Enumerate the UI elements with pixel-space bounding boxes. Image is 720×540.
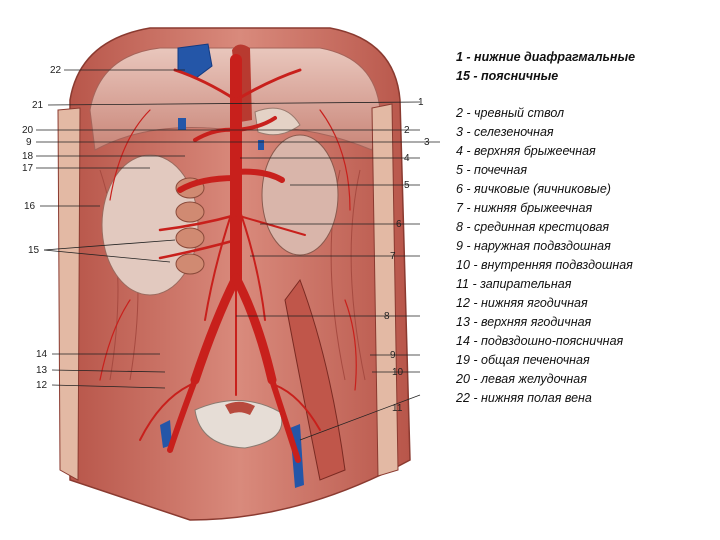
callout-12: 12 bbox=[36, 380, 48, 391]
legend-item: 4 - верхняя брыжеечная bbox=[456, 144, 596, 158]
legend-item: 12 - нижняя ягодичная bbox=[456, 296, 588, 310]
organs bbox=[101, 43, 339, 488]
legend-list: 2 - чревный ствол 3 - селезеночная 4 - вер… bbox=[456, 104, 706, 408]
callout-1: 1 bbox=[418, 97, 424, 108]
callout-18: 18 bbox=[22, 151, 34, 162]
legend-item: 10 - внутренняя подвздошная bbox=[456, 258, 633, 272]
callout-7: 7 bbox=[390, 251, 396, 262]
callout-17: 17 bbox=[22, 163, 34, 174]
callout-4: 4 bbox=[404, 153, 410, 164]
callout-13: 13 bbox=[36, 365, 48, 376]
legend-heading-1: 1 - нижние диафрагмальные bbox=[456, 50, 636, 64]
callout-15: 15 bbox=[28, 245, 40, 256]
callout-22: 22 bbox=[50, 65, 62, 76]
callout-9-left: 9 bbox=[26, 137, 32, 148]
legend-item: 8 - срединная крестцовая bbox=[456, 220, 610, 234]
legend-item: 19 - общая печеночная bbox=[456, 353, 590, 367]
callout-6: 6 bbox=[396, 219, 402, 230]
leader-lines bbox=[36, 69, 440, 441]
callout-2: 2 bbox=[404, 125, 410, 136]
callout-9-right: 9 bbox=[390, 350, 396, 361]
callout-11: 11 bbox=[392, 403, 403, 414]
callout-20: 20 bbox=[22, 125, 34, 136]
legend-item: 9 - наружная подвздошная bbox=[456, 239, 611, 253]
legend-item: 2 - чревный ствол bbox=[456, 106, 565, 120]
legend-item: 22 - нижняя полая вена bbox=[456, 391, 592, 405]
legend-item: 20 - левая желудочная bbox=[456, 372, 587, 386]
arterial-tree bbox=[99, 54, 357, 463]
legend-item: 6 - яичковые (яичниковые) bbox=[456, 182, 611, 196]
legend-item: 13 - верхняя ягодичная bbox=[456, 315, 592, 329]
legend-item: 7 - нижняя брыжеечная bbox=[456, 201, 593, 215]
legend: 1 - нижние диафрагмальные 15 - поясничны… bbox=[456, 48, 706, 408]
callouts-left: 22 21 20 9 18 17 16 15 14 13 12 bbox=[22, 65, 62, 391]
callout-21: 21 bbox=[32, 100, 44, 111]
callout-8: 8 bbox=[384, 311, 390, 322]
callouts-right: 1 2 3 4 5 6 7 8 9 10 11 bbox=[384, 97, 430, 414]
callout-14: 14 bbox=[36, 349, 48, 360]
legend-spacer bbox=[456, 86, 706, 104]
callout-3: 3 bbox=[424, 137, 430, 148]
legend-item: 5 - почечная bbox=[456, 163, 528, 177]
legend-item: 14 - подвздошно-поясничная bbox=[456, 334, 624, 348]
callout-5: 5 bbox=[404, 180, 410, 191]
legend-item: 3 - селезеночная bbox=[456, 125, 554, 139]
legend-heading-15: 15 - поясничные bbox=[456, 69, 559, 83]
callout-10: 10 bbox=[392, 367, 404, 378]
legend-item: 11 - запирательная bbox=[456, 277, 572, 291]
callout-16: 16 bbox=[24, 201, 36, 212]
